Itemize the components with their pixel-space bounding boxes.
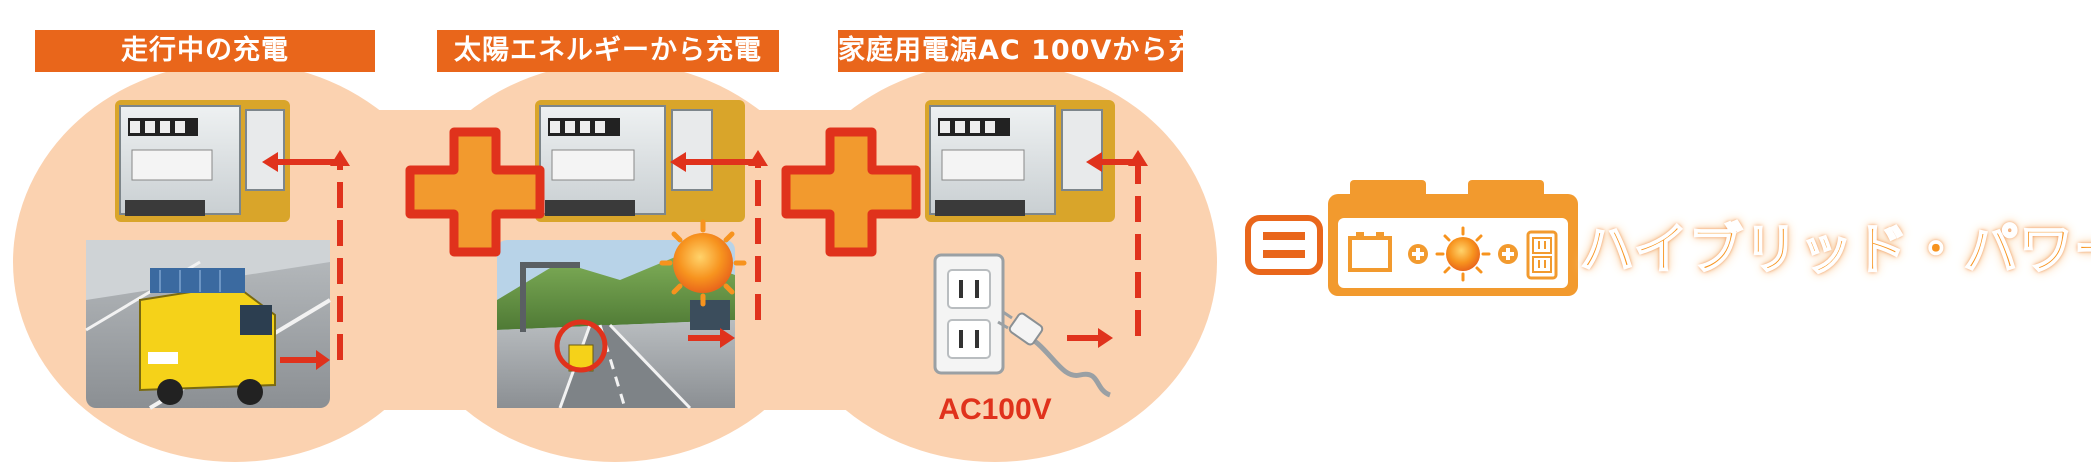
equipment-photo-3: [925, 100, 1115, 222]
step-label-driving: 走行中の充電: [35, 30, 375, 72]
battery-small-icon: [1348, 232, 1392, 272]
equals-icon: [1245, 215, 1323, 275]
step-label-home-ac: 家庭用電源AC 100Vから充電: [838, 30, 1223, 72]
plus-small-icon: [1408, 244, 1428, 264]
plus-small-icon: [1498, 244, 1518, 264]
truck-photo: [85, 240, 332, 410]
step-label-solar: 太陽エネルギーから充電: [437, 30, 779, 72]
equipment-photo-2: [535, 100, 745, 222]
sun-icon: [1435, 226, 1491, 282]
ac100v-label: AC100V: [938, 393, 1052, 426]
power-plug-illustration: [997, 310, 1112, 398]
hybrid-power-title: ハイブリッド・パワー: [1579, 217, 2091, 282]
highway-photo: [497, 240, 735, 410]
arrowheads: [262, 150, 1148, 370]
equipment-photo-1: [115, 100, 290, 222]
plus-icon: [781, 127, 921, 257]
sun-illustration: [659, 219, 747, 307]
flow-arrows: [276, 159, 1141, 363]
wall-outlet-illustration: [933, 253, 1005, 375]
outlet-icon: [1526, 230, 1558, 280]
plus-icon: [405, 127, 545, 257]
